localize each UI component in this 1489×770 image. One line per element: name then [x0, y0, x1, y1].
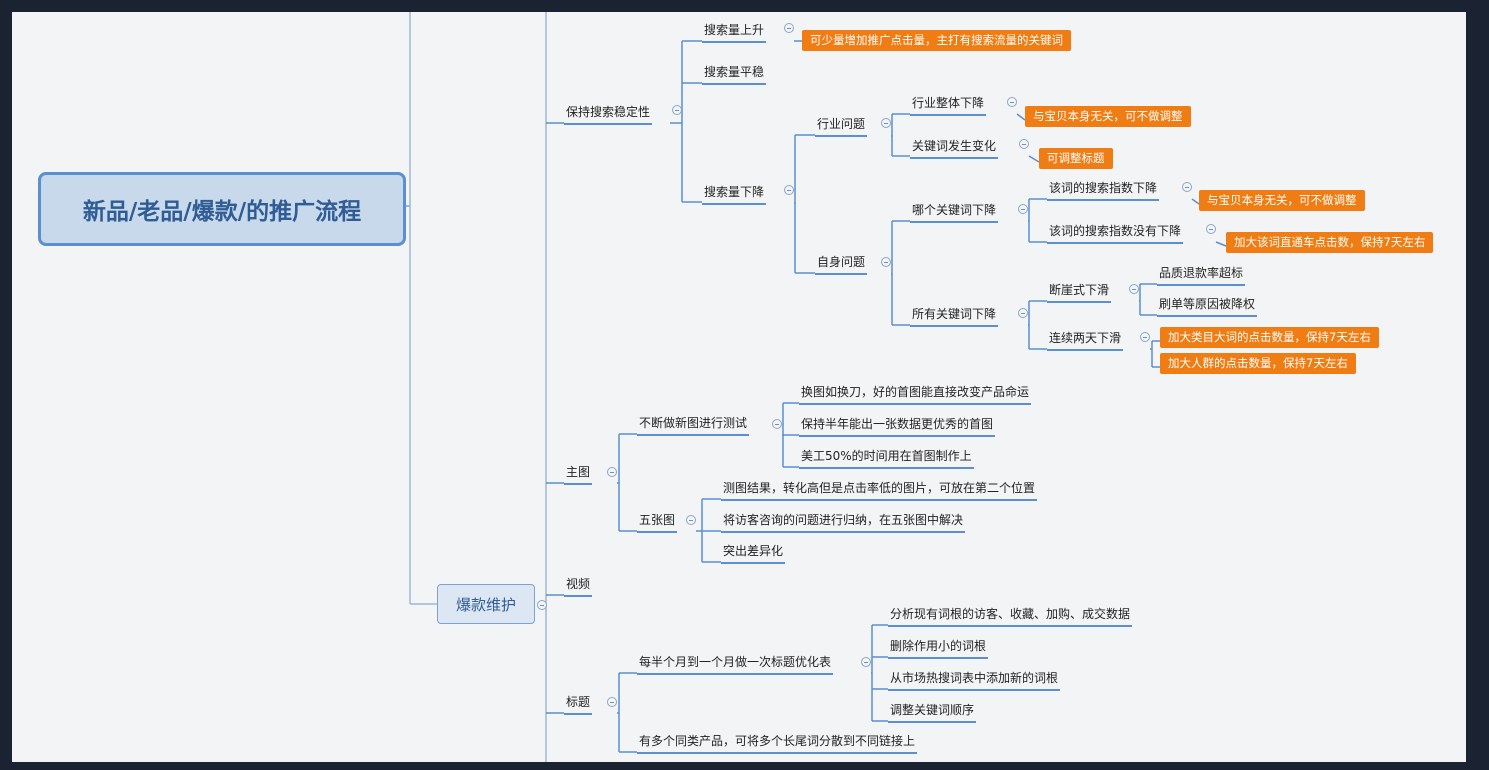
connector-lines	[402, 12, 1227, 762]
node-five-images[interactable]: 五张图	[637, 512, 678, 533]
collapse-icon[interactable]	[672, 105, 682, 115]
node-all-keywords-down[interactable]: 所有关键词下降	[910, 306, 999, 327]
node-new-image-test[interactable]: 不断做新图进行测试	[637, 415, 750, 436]
maintenance-topic[interactable]: 爆款维护	[437, 584, 535, 624]
collapse-icon[interactable]	[881, 118, 891, 128]
node-industry-problem[interactable]: 行业问题	[815, 116, 868, 137]
node-index-down[interactable]: 该词的搜索指数下降	[1047, 180, 1160, 201]
node-title[interactable]: 标题	[564, 694, 593, 715]
collapse-icon[interactable]	[1018, 308, 1028, 318]
collapse-icon[interactable]	[1206, 224, 1216, 234]
node-keyword-change[interactable]: 关键词发生变化	[910, 138, 999, 159]
node-which-keyword-down[interactable]: 哪个关键词下降	[910, 202, 999, 223]
collapse-icon[interactable]	[1007, 97, 1017, 107]
node-opt-4[interactable]: 调整关键词顺序	[888, 702, 977, 723]
note-index-not-down: 加大该词直通车点击数，保持7天左右	[1226, 232, 1434, 253]
node-cliff-drop[interactable]: 断崖式下滑	[1047, 282, 1112, 303]
connector-line	[1016, 113, 1026, 121]
node-test-3[interactable]: 美工50%的时间用在首图制作上	[799, 448, 974, 469]
node-quality-refund[interactable]: 品质退款率超标	[1157, 265, 1246, 286]
node-opt-2[interactable]: 删除作用小的词根	[888, 638, 989, 659]
collapse-icon[interactable]	[861, 657, 871, 667]
collapse-icon[interactable]	[772, 419, 782, 429]
collapse-icon[interactable]	[1019, 139, 1029, 149]
node-five-2[interactable]: 将访客咨询的问题进行归纳，在五张图中解决	[721, 512, 966, 533]
node-brushing-penalty[interactable]: 刷单等原因被降权	[1157, 296, 1258, 317]
node-self-problem[interactable]: 自身问题	[815, 254, 868, 275]
node-opt-1[interactable]: 分析现有词根的访客、收藏、加购、成交数据	[888, 606, 1133, 627]
connector-line	[1191, 198, 1200, 205]
node-main-image[interactable]: 主图	[564, 464, 593, 485]
collapse-icon[interactable]	[607, 467, 617, 477]
node-search-rise[interactable]: 搜索量上升	[702, 22, 767, 43]
node-search-drop[interactable]: 搜索量下降	[702, 184, 767, 205]
note-search-rise: 可少量增加推广点击量，主打有搜索流量的关键词	[802, 30, 1071, 51]
node-industry-down[interactable]: 行业整体下降	[910, 95, 987, 116]
root-topic[interactable]: 新品/老品/爆款/的推广流程	[38, 172, 406, 246]
note-two-days-2: 加大人群的点击数量，保持7天左右	[1160, 353, 1356, 374]
collapse-icon[interactable]	[784, 185, 794, 195]
mindmap-canvas: 新品/老品/爆款/的推广流程 爆款维护 保持搜索稳定性 搜索量上升 可少量增加推…	[12, 12, 1466, 762]
node-opt-3[interactable]: 从市场热搜词表中添加新的词根	[888, 670, 1061, 691]
node-five-3[interactable]: 突出差异化	[721, 543, 786, 564]
collapse-icon[interactable]	[1018, 204, 1028, 214]
node-multi-products[interactable]: 有多个同类产品，可将多个长尾词分散到不同链接上	[637, 733, 918, 754]
note-index-down: 与宝贝本身无关，可不做调整	[1199, 190, 1365, 211]
node-video[interactable]: 视频	[564, 576, 593, 597]
node-search-stable[interactable]: 搜索量平稳	[702, 64, 767, 85]
node-index-not-down[interactable]: 该词的搜索指数没有下降	[1047, 223, 1184, 244]
collapse-icon[interactable]	[1140, 332, 1150, 342]
collapse-icon[interactable]	[784, 23, 794, 33]
node-two-days-drop[interactable]: 连续两天下滑	[1047, 330, 1124, 351]
node-test-1[interactable]: 换图如换刀，好的首图能直接改变产品命运	[799, 384, 1032, 405]
collapse-icon[interactable]	[607, 697, 617, 707]
node-five-1[interactable]: 测图结果，转化高但是点击率低的图片，可放在第二个位置	[721, 480, 1038, 501]
collapse-icon[interactable]	[1129, 284, 1139, 294]
note-two-days-1: 加大类目大词的点击数量，保持7天左右	[1160, 327, 1379, 348]
collapse-icon[interactable]	[537, 600, 547, 610]
connector-line	[1028, 155, 1040, 163]
node-title-optimize[interactable]: 每半个月到一个月做一次标题优化表	[637, 654, 834, 675]
connector-line	[1215, 241, 1227, 247]
note-industry-down: 与宝贝本身无关，可不做调整	[1025, 106, 1191, 127]
collapse-icon[interactable]	[881, 257, 891, 267]
note-keyword-change: 可调整标题	[1039, 148, 1113, 169]
node-keep-search-stable[interactable]: 保持搜索稳定性	[564, 104, 653, 125]
node-test-2[interactable]: 保持半年能出一张数据更优秀的首图	[799, 416, 996, 437]
collapse-icon[interactable]	[686, 515, 696, 525]
collapse-icon[interactable]	[1182, 182, 1192, 192]
